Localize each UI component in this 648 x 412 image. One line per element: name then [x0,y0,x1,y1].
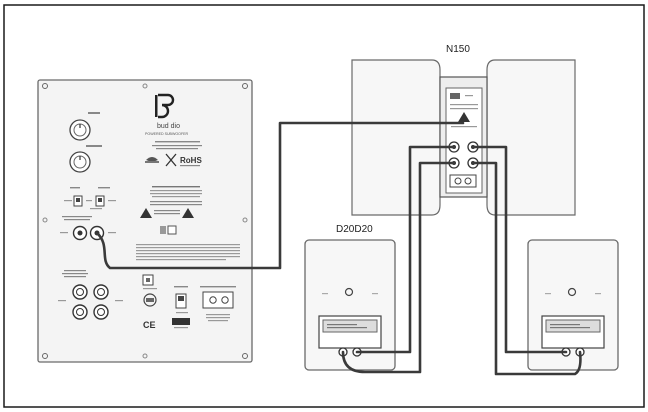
subwoofer-rear-panel: bud dio POWERED SUBWOOFER RoHS [37,79,253,363]
cable-center-to-right-a [471,145,568,354]
rohs-label: RoHS [180,156,202,165]
brand-text: bud dio [157,123,180,130]
ce-mark: CE [143,320,156,330]
crossover-knob [69,145,102,173]
right-satellite-speaker [527,239,619,371]
spec-text-block [152,141,202,150]
center-speaker-n150 [351,59,576,216]
cable-center-to-left-b [341,161,456,374]
left-satellite-speaker [304,239,396,371]
brand-logo [155,93,175,119]
volume-knob [69,112,100,141]
cable-sub-to-center [95,121,465,270]
ac-power-socket [200,286,236,322]
speaker-level-inputs [58,270,123,320]
power-switch [172,286,190,329]
center-speaker-label: N150 [446,44,470,55]
fuse-and-ce-marks: CE [142,274,157,330]
warning-block [140,186,202,235]
cable-center-to-right-b [471,161,582,376]
satellite-speaker-label: D20D20 [336,224,373,235]
cable-center-to-left-a [355,145,456,354]
certification-logos: RoHS [145,153,202,167]
mode-switches [64,187,116,210]
cables [95,121,582,376]
compliance-text [136,244,240,261]
brand-subtitle: POWERED SUBWOOFER [145,132,189,136]
